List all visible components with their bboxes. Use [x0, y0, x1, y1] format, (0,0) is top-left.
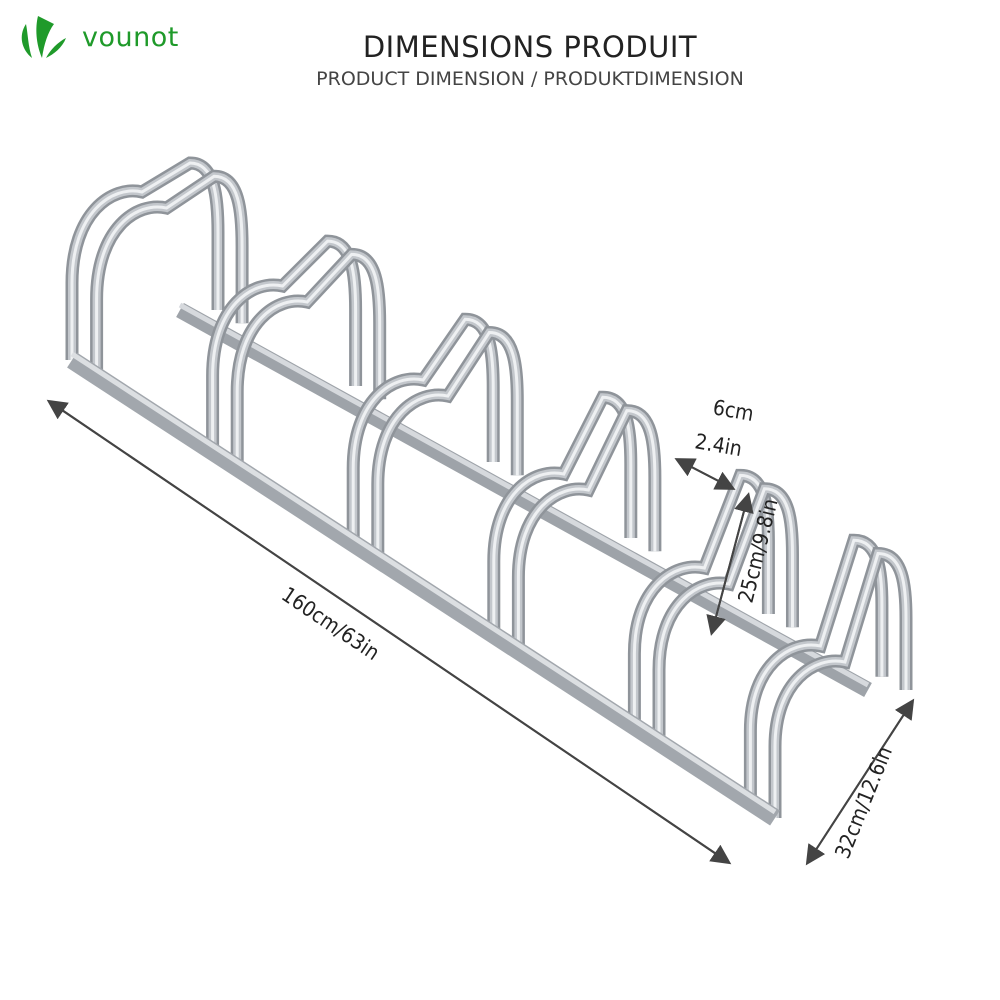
width-dimension: 32cm/12.6in	[805, 698, 915, 866]
length-label: 160cm/63in	[277, 582, 384, 665]
brand-logo: vounot	[18, 14, 179, 60]
width-label: 32cm/12.6in	[830, 743, 897, 862]
brand-name: vounot	[82, 21, 179, 53]
hoop-tube	[376, 330, 519, 560]
back-rail	[176, 302, 872, 698]
hoop-tube	[632, 473, 770, 727]
hoop-tube	[657, 487, 794, 743]
front-rail	[67, 352, 780, 826]
hoop-tube	[748, 538, 884, 802]
back-rail-highlight	[178, 302, 870, 688]
hoop-tube	[351, 317, 495, 544]
tube-label-cm: 6cm	[711, 395, 755, 426]
hoop-tube	[492, 395, 633, 635]
tube-label-in: 2.4in	[693, 429, 744, 461]
hoop-tube	[235, 252, 382, 468]
front-rail-highlight	[70, 351, 777, 815]
hoop-tube	[516, 409, 657, 651]
hoop-tube	[95, 174, 244, 377]
bike-rack	[65, 156, 913, 826]
page-title: DIMENSIONS PRODUIT	[362, 30, 698, 64]
page-subtitle: PRODUCT DIMENSION / PRODUKTDIMENSION	[316, 68, 744, 90]
leaf-logo-icon	[21, 16, 66, 58]
hoop-tube	[70, 161, 220, 360]
hoop-tube	[211, 239, 358, 452]
hoop-tube	[773, 551, 908, 818]
